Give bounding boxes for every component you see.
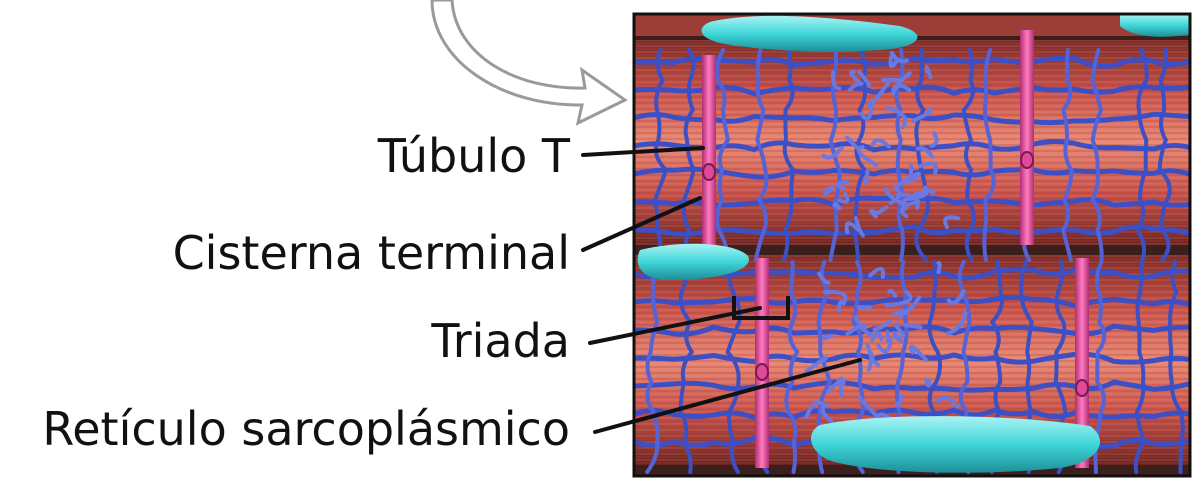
label-sarcoplasmic-reticulum: Retículo sarcoplásmico xyxy=(42,402,570,456)
label-t-tubule: Túbulo T xyxy=(377,129,570,183)
label-triad: Triada xyxy=(431,314,570,368)
leader-line-triad xyxy=(588,306,762,345)
leader-line-t-tubule xyxy=(581,146,705,157)
label-terminal-cistern: Cisterna terminal xyxy=(172,226,570,280)
leader-lines xyxy=(581,146,862,434)
leader-line-reticulum xyxy=(593,358,862,434)
curved-arrow-icon xyxy=(430,0,628,126)
muscle-fiber-image xyxy=(634,14,1190,476)
leader-line-terminal-cistern xyxy=(581,196,702,252)
